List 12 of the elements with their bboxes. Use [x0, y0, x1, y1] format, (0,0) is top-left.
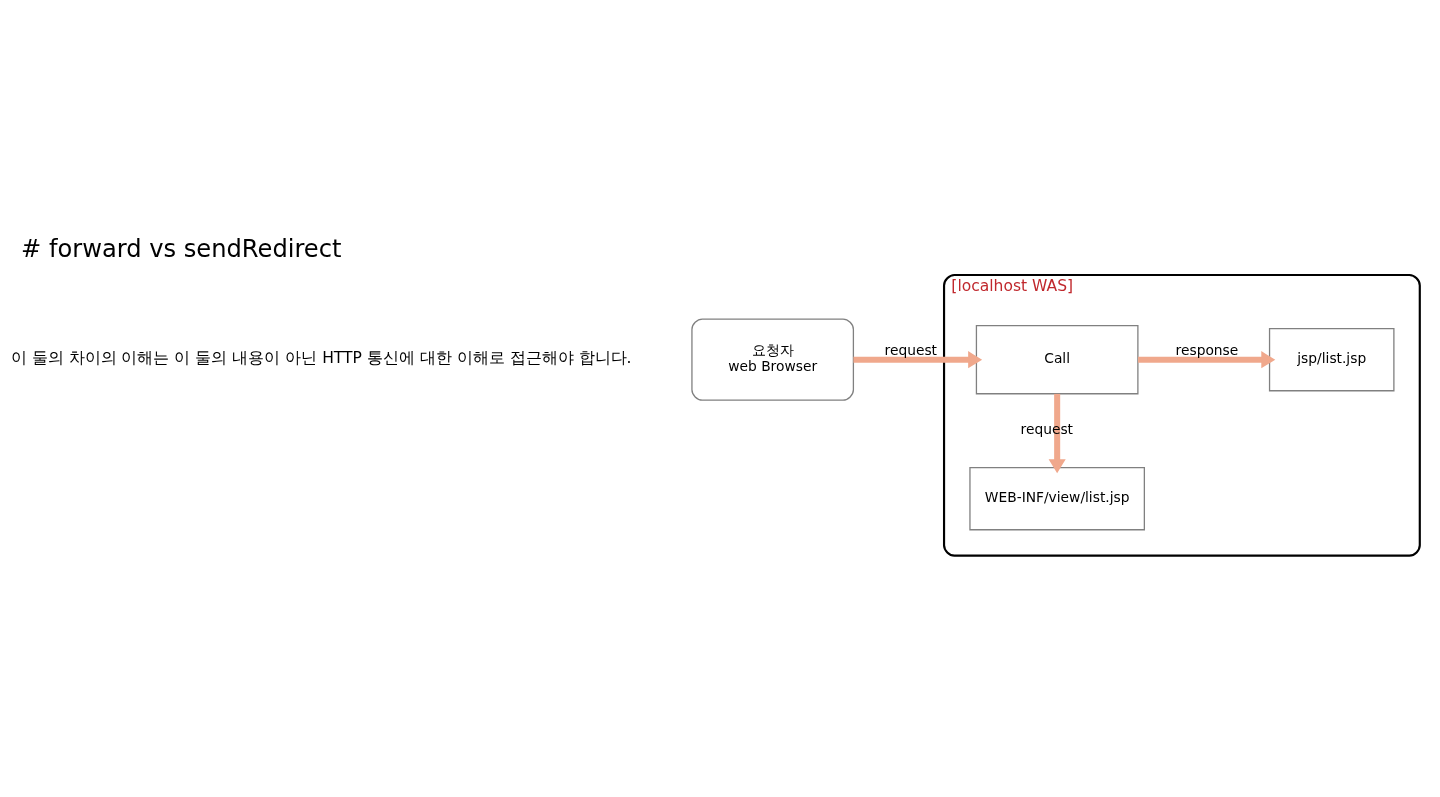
node-box: WEB-INF/view/list.jsp [969, 466, 1145, 531]
node-box: 요청자 web Browser [691, 318, 855, 401]
arrow [1048, 393, 1066, 474]
edge-label: request [1020, 420, 1074, 437]
node-box: Call [975, 324, 1139, 395]
arrow [853, 351, 983, 369]
node-box: jsp/list.jsp [1268, 327, 1395, 392]
edge-label: response [1175, 342, 1239, 359]
diagram-title: # forward vs sendRedirect [20, 235, 342, 264]
edge-label: request [884, 342, 938, 359]
label: 이 둘의 차이의 이해는 이 둘의 내용이 아닌 HTTP 통신에 대한 이해로 접근해야 합니다. [10, 349, 632, 368]
arrow [1138, 351, 1276, 369]
